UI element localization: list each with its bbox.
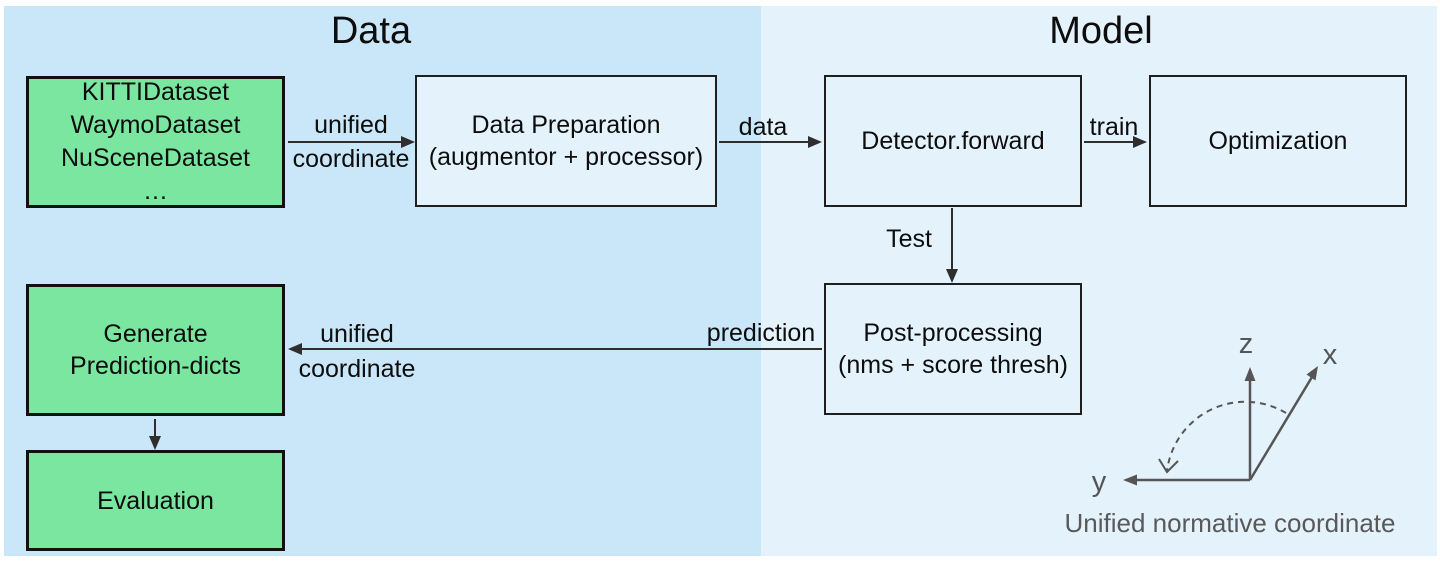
arrowhead-right-icon [1133, 136, 1147, 148]
arrow-dataprep-to-detector [719, 141, 808, 143]
generate-prediction-dicts-box: Generate Prediction-dicts [26, 284, 285, 416]
arrowhead-left-icon [288, 343, 302, 355]
x-axis-line [1248, 376, 1314, 481]
optimization-box: Optimization [1149, 75, 1407, 207]
box-subtitle: (augmentor + processor) [428, 143, 704, 171]
rotation-arc-arrowhead-icon [1158, 458, 1179, 474]
y-axis-arrowhead-icon [1123, 474, 1137, 486]
arrowhead-down-icon [946, 269, 958, 283]
box-title: Data Preparation [471, 111, 661, 139]
detector-forward-box: Detector.forward [824, 75, 1082, 207]
rotation-arc [1166, 400, 1287, 472]
label-line: unified [314, 111, 388, 139]
arrow-detector-to-postprocessing [951, 208, 953, 269]
arrowhead-right-icon [808, 136, 822, 148]
dataset-ellipsis: … [143, 177, 168, 205]
arrow-detector-to-optimization [1084, 141, 1133, 143]
x-axis-label: x [1323, 339, 1338, 371]
y-axis-label: y [1092, 466, 1107, 498]
arrowhead-right-icon [401, 136, 415, 148]
label-data: data [738, 113, 788, 141]
label-line: unified [320, 320, 394, 348]
label-line: coordinate [298, 355, 416, 383]
coordinate-diagram: z x y [1092, 328, 1338, 498]
post-processing-box: Post-processing (nms + score thresh) [824, 283, 1082, 415]
evaluation-box: Evaluation [26, 450, 285, 551]
model-section-title: Model [1049, 10, 1153, 52]
box-title: Detector.forward [861, 127, 1045, 155]
arrowhead-down-icon [149, 436, 161, 450]
box-title: Evaluation [97, 486, 214, 515]
label-line: coordinate [292, 145, 410, 173]
box-subtitle: (nms + score thresh) [838, 351, 1068, 379]
z-axis-arrowhead-icon [1244, 367, 1256, 381]
box-title: Post-processing [863, 319, 1043, 347]
box-title: Optimization [1208, 127, 1348, 155]
label-unified-coordinate-out: unified coordinate [299, 321, 416, 383]
data-section-title: Data [330, 10, 412, 52]
box-title: Prediction-dicts [70, 352, 241, 380]
dataset-name: WaymoDataset [70, 111, 241, 139]
box-title: Generate [103, 320, 208, 348]
dataset-name: KITTIDataset [81, 78, 230, 106]
label-unified-coordinate-in: unified coordinate [293, 112, 410, 173]
datasets-box: KITTIDataset WaymoDataset NuSceneDataset… [26, 76, 285, 208]
coordinate-diagram-caption: Unified normative coordinate [1064, 508, 1396, 538]
arrow-postprocessing-to-generate [302, 348, 822, 350]
arrow-generate-to-evaluation [154, 419, 156, 436]
x-axis-arrowhead-icon [1306, 366, 1318, 381]
label-test: Test [886, 225, 932, 253]
z-axis-label: z [1239, 328, 1254, 360]
label-prediction: prediction [706, 319, 816, 347]
dataset-name: NuSceneDataset [60, 144, 250, 172]
arrow-datasets-to-dataprep [288, 141, 401, 143]
data-preparation-box: Data Preparation (augmentor + processor) [415, 75, 717, 207]
label-train: train [1089, 113, 1139, 141]
